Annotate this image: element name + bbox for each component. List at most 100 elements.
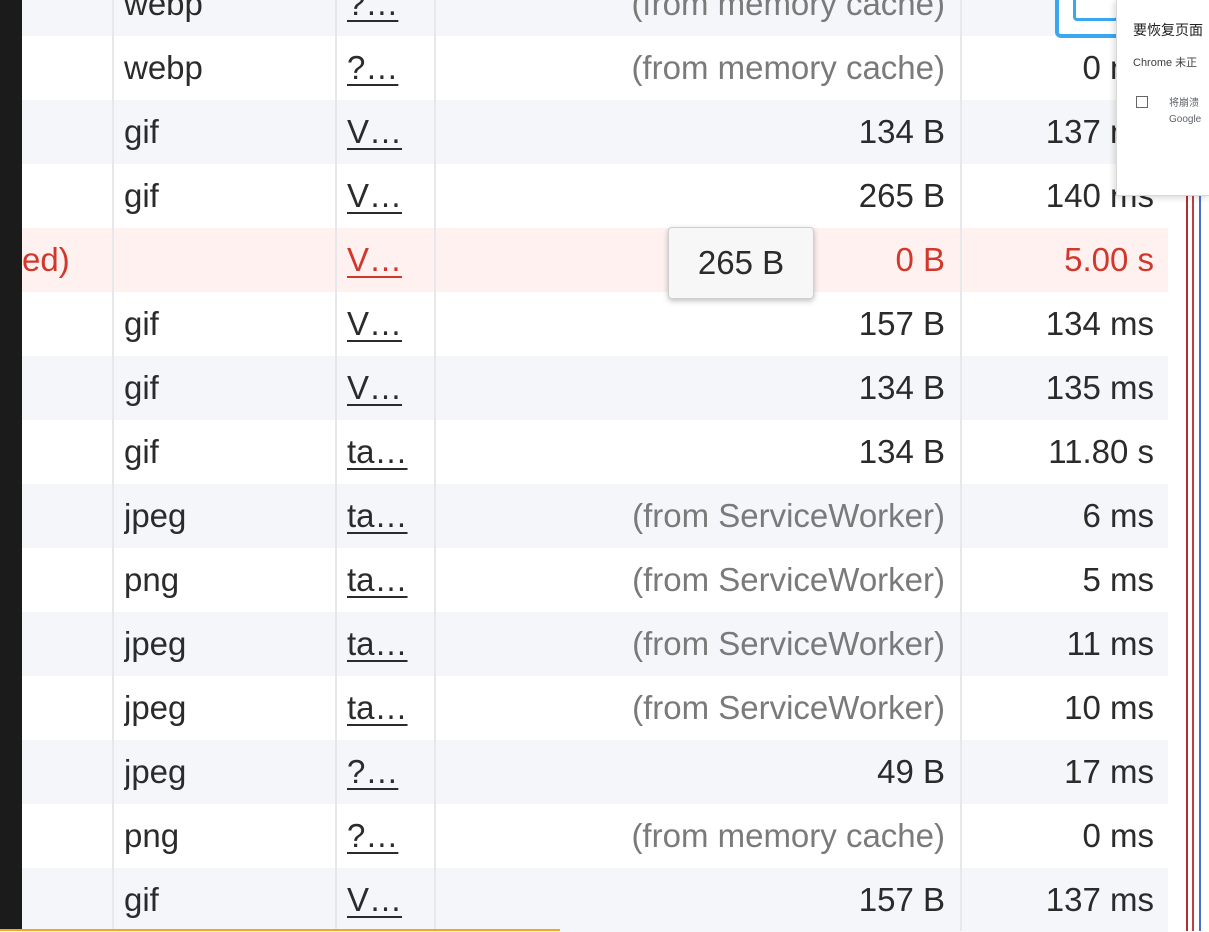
initiator-link-text[interactable]: ta…	[347, 561, 408, 598]
table-row[interactable]: jpeg ta… (from ServiceWorker) 10 ms	[22, 676, 1168, 740]
initiator-link-text[interactable]: ?…	[347, 0, 399, 22]
status-cell	[22, 356, 112, 420]
size-cell: 134 B	[858, 369, 945, 406]
size-cell: (from memory cache)	[631, 49, 945, 86]
type-cell: jpeg	[124, 753, 187, 790]
waterfall-line	[1199, 195, 1201, 931]
initiator-link[interactable]: ta…	[347, 420, 435, 484]
time-cell: 17 ms	[1064, 753, 1154, 790]
initiator-link-text[interactable]: ?…	[347, 49, 399, 86]
time-cell: 135 ms	[1045, 369, 1154, 406]
initiator-link[interactable]: ta…	[347, 676, 435, 740]
dialog-option-text: 将崩溃	[1169, 98, 1199, 109]
status-cell	[22, 0, 112, 36]
size-cell: 49 B	[877, 753, 945, 790]
status-cell	[22, 548, 112, 612]
status-cell: ed)	[22, 241, 70, 278]
table-row[interactable]: jpeg ?… 49 B 17 ms	[22, 740, 1168, 804]
table-row[interactable]: png ?… (from memory cache) 0 ms	[22, 804, 1168, 868]
size-cell: (from memory cache)	[631, 817, 945, 854]
initiator-link[interactable]: ?…	[347, 0, 435, 36]
size-cell: 134 B	[858, 433, 945, 470]
waterfall-line	[1186, 195, 1188, 931]
type-cell: gif	[124, 881, 159, 918]
size-cell: (from ServiceWorker)	[632, 561, 945, 598]
type-cell: webp	[124, 49, 203, 86]
status-cell	[22, 612, 112, 676]
initiator-link[interactable]: ?…	[347, 740, 435, 804]
waterfall-line	[1192, 195, 1194, 931]
time-cell: 11.80 s	[1048, 433, 1154, 470]
status-cell	[22, 484, 112, 548]
initiator-link-text[interactable]: ta…	[347, 689, 408, 726]
time-cell: 5.00 s	[1064, 241, 1154, 278]
column-divider	[335, 0, 337, 931]
status-cell	[22, 36, 112, 100]
initiator-link[interactable]: V…	[347, 292, 435, 356]
initiator-link[interactable]: V…	[347, 868, 435, 932]
initiator-link[interactable]: V…	[347, 356, 435, 420]
initiator-link[interactable]: ta…	[347, 484, 435, 548]
status-cell	[22, 100, 112, 164]
size-cell: 134 B	[858, 113, 945, 150]
dialog-message: Chrome 未正	[1133, 57, 1198, 69]
initiator-link[interactable]: ?…	[347, 36, 435, 100]
initiator-link[interactable]: V…	[347, 164, 435, 228]
type-cell: jpeg	[124, 689, 187, 726]
initiator-link-text[interactable]: V…	[347, 177, 403, 214]
initiator-link-text[interactable]: V…	[347, 241, 403, 278]
time-cell: 6 ms	[1082, 497, 1154, 534]
initiator-link-text[interactable]: ta…	[347, 433, 408, 470]
type-cell: webp	[124, 0, 203, 22]
app-icon-inner	[1073, 0, 1119, 21]
initiator-link[interactable]: ta…	[347, 612, 435, 676]
initiator-link-text[interactable]: V…	[347, 305, 403, 342]
initiator-link-text[interactable]: ?…	[347, 817, 399, 854]
initiator-link-text[interactable]: V…	[347, 369, 403, 406]
column-divider	[960, 0, 962, 931]
column-divider	[112, 0, 114, 931]
size-tooltip: 265 B	[668, 227, 814, 299]
initiator-link[interactable]: V…	[347, 100, 435, 164]
type-cell: png	[124, 817, 180, 854]
dialog-option-text-2: Google	[1169, 114, 1202, 125]
time-cell: 0 ms	[1082, 817, 1154, 854]
initiator-link-text[interactable]: V…	[347, 881, 403, 918]
type-cell: gif	[124, 369, 159, 406]
size-cell: 265 B	[858, 177, 945, 214]
type-cell: gif	[124, 433, 159, 470]
initiator-link[interactable]: ta…	[347, 548, 435, 612]
time-cell: 10 ms	[1064, 689, 1154, 726]
dialog-title: 要恢复页面	[1133, 22, 1203, 38]
status-cell	[22, 868, 112, 932]
status-cell	[22, 804, 112, 868]
initiator-link-text[interactable]: ta…	[347, 497, 408, 534]
dialog-checkbox[interactable]	[1136, 96, 1148, 108]
initiator-link[interactable]: ?…	[347, 804, 435, 868]
size-cell: 157 B	[858, 305, 945, 342]
initiator-link-text[interactable]: V…	[347, 113, 403, 150]
type-cell: jpeg	[124, 497, 187, 534]
initiator-link-text[interactable]: ta…	[347, 625, 408, 662]
left-panel-edge	[0, 0, 22, 931]
status-cell	[22, 164, 112, 228]
table-row[interactable]: gif ta… 134 B 11.80 s	[22, 420, 1168, 484]
time-cell: 11 ms	[1066, 625, 1154, 662]
table-row[interactable]: webp?…(from memory cache)0 ms	[22, 36, 1168, 100]
status-cell	[22, 740, 112, 804]
size-cell: (from ServiceWorker)	[632, 689, 945, 726]
size-cell: (from memory cache)	[631, 0, 945, 22]
table-row[interactable]: gif V… 134 B 135 ms	[22, 356, 1168, 420]
initiator-link-text[interactable]: ?…	[347, 753, 399, 790]
status-cell	[22, 292, 112, 356]
initiator-link[interactable]: V…	[347, 228, 435, 292]
table-row[interactable]: webp?…(from memory cache)0 ms	[22, 0, 1168, 36]
